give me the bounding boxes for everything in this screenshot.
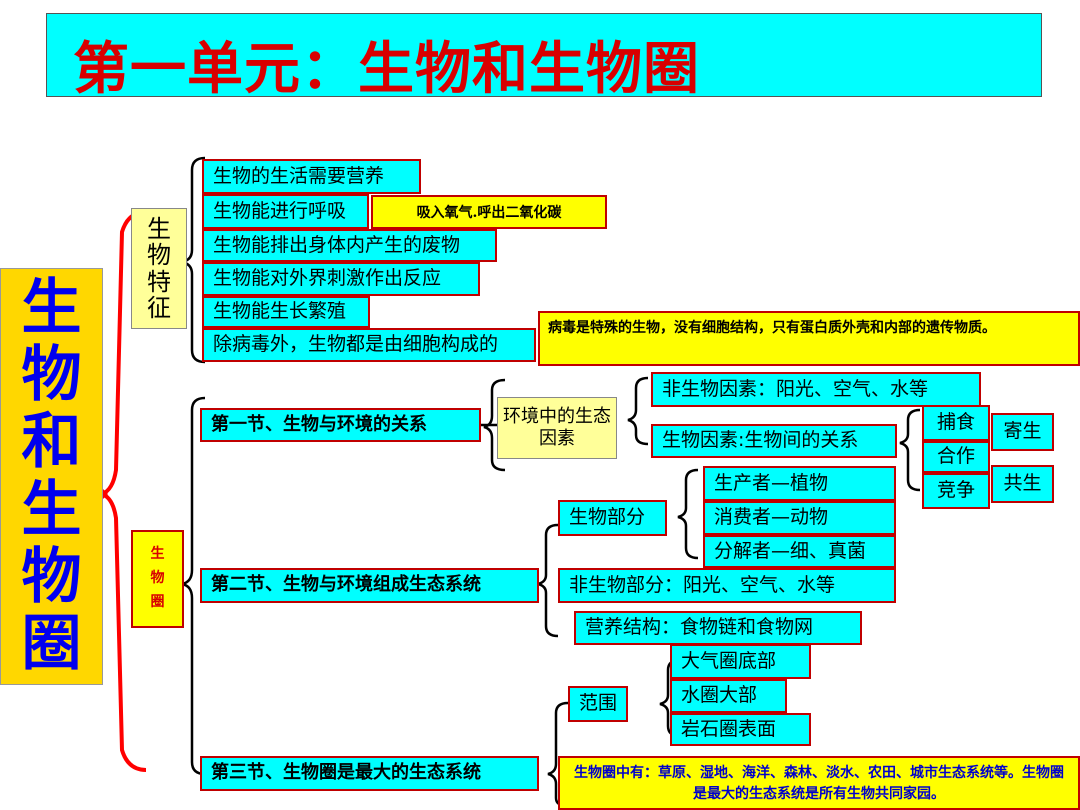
feature-item: 除病毒外，生物都是由细胞构成的 — [202, 328, 536, 362]
feature-item: 生物的生活需要营养 — [202, 159, 421, 194]
factors-label: 环境中的生态因素 — [497, 397, 617, 459]
relation-item: 合作 — [922, 441, 990, 473]
page-title: 第一单元：生物和生物圈 — [73, 36, 700, 102]
relation-side-item: 寄生 — [991, 413, 1054, 451]
section3-title: 第三节、生物圈是最大的生态系统 — [200, 756, 539, 791]
bio-part-item: 消费者—动物 — [703, 501, 896, 535]
section2-title: 第二节、生物与环境组成生态系统 — [200, 568, 539, 603]
biosphere-note: 生物圈中有：草原、湿地、海洋、森林、淡水、农田、城市生态系统等。生物圈是最大的生… — [558, 756, 1080, 810]
features-label-node: 生物特征 — [131, 208, 187, 329]
feature-item: 生物能对外界刺激作出反应 — [202, 262, 480, 296]
range-label: 范围 — [568, 686, 628, 722]
bio-part-item: 生产者—植物 — [703, 466, 896, 501]
range-item: 岩石圈表面 — [670, 713, 811, 746]
biotic-factors: 生物因素:生物间的关系 — [651, 424, 897, 458]
bio-part: 生物部分 — [558, 500, 667, 536]
bio-part-item: 分解者—细、真菌 — [703, 535, 896, 568]
breath-note: 吸入氧气.呼出二氧化碳 — [371, 195, 607, 229]
root-node: 生物和生物圈 — [0, 268, 103, 685]
feature-item: 生物能生长繁殖 — [202, 296, 370, 328]
nutrition-structure: 营养结构：食物链和食物网 — [574, 611, 862, 645]
range-item: 大气圈底部 — [670, 644, 811, 679]
biosphere-label-node: 生物圈 — [131, 530, 184, 628]
root-label: 生物和生物圈 — [21, 272, 82, 679]
range-item: 水圈大部 — [670, 679, 787, 713]
biosphere-label: 生物圈 — [150, 546, 165, 610]
section1-title: 第一节、生物与环境的关系 — [200, 408, 481, 442]
abiotic-part: 非生物部分：阳光、空气、水等 — [558, 568, 896, 603]
feature-item: 生物能进行呼吸 — [202, 194, 369, 229]
virus-note: 病毒是特殊的生物，没有细胞结构，只有蛋白质外壳和内部的遗传物质。 — [538, 311, 1080, 366]
feature-item: 生物能排出身体内产生的废物 — [202, 229, 497, 262]
relation-side-item: 共生 — [991, 465, 1054, 503]
abiotic-factors: 非生物因素：阳光、空气、水等 — [651, 372, 981, 407]
relation-item: 竞争 — [922, 473, 990, 509]
relation-item: 捕食 — [922, 405, 990, 441]
title-banner: 第一单元：生物和生物圈 — [46, 13, 1042, 102]
features-label: 生物特征 — [147, 214, 171, 322]
